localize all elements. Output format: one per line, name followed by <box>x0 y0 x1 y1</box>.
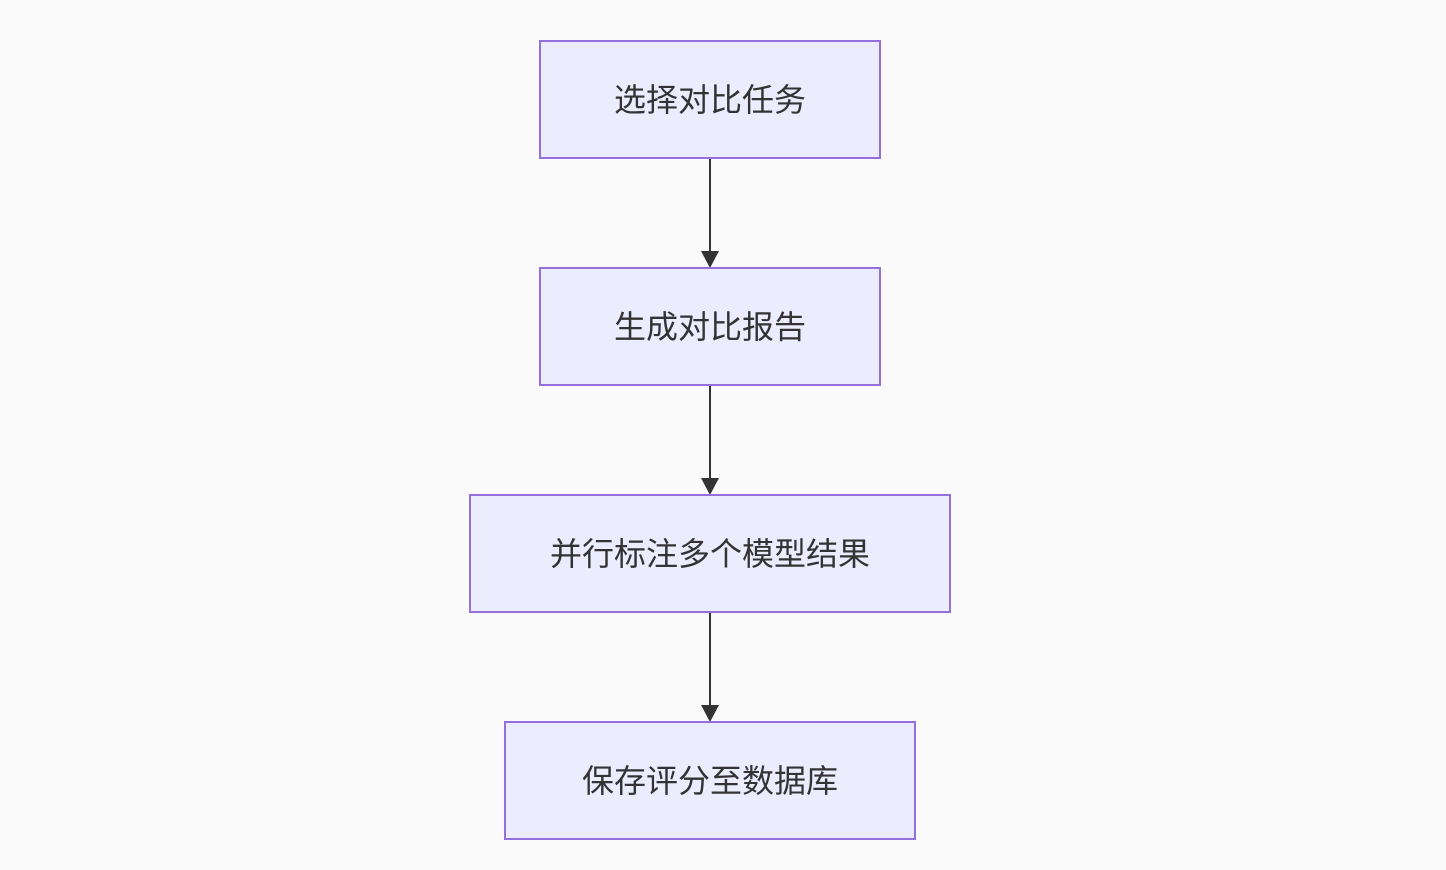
node-generate-report[interactable]: 生成对比报告 <box>539 267 881 386</box>
arrow-head-icon <box>701 478 719 495</box>
edge-annotate-models-to-save-scores <box>701 612 719 722</box>
node-save-scores[interactable]: 保存评分至数据库 <box>504 721 916 840</box>
arrow-head-icon <box>701 705 719 722</box>
node-annotate-models[interactable]: 并行标注多个模型结果 <box>469 494 951 613</box>
node-label: 并行标注多个模型结果 <box>550 535 870 573</box>
node-select-task[interactable]: 选择对比任务 <box>539 40 881 159</box>
node-box <box>504 721 916 840</box>
node-label: 保存评分至数据库 <box>582 762 838 800</box>
flowchart-nodes: 选择对比任务 生成对比报告 并行标注多个模型结果 保存评分至数据库 <box>469 40 951 840</box>
edge-select-task-to-generate-report <box>701 158 719 268</box>
arrow-head-icon <box>701 251 719 268</box>
flowchart-edges <box>701 158 719 722</box>
node-box <box>469 494 951 613</box>
node-label: 选择对比任务 <box>614 81 806 119</box>
node-box <box>539 40 881 159</box>
node-label: 生成对比报告 <box>614 308 806 346</box>
node-box <box>539 267 881 386</box>
edge-generate-report-to-annotate-models <box>701 385 719 495</box>
